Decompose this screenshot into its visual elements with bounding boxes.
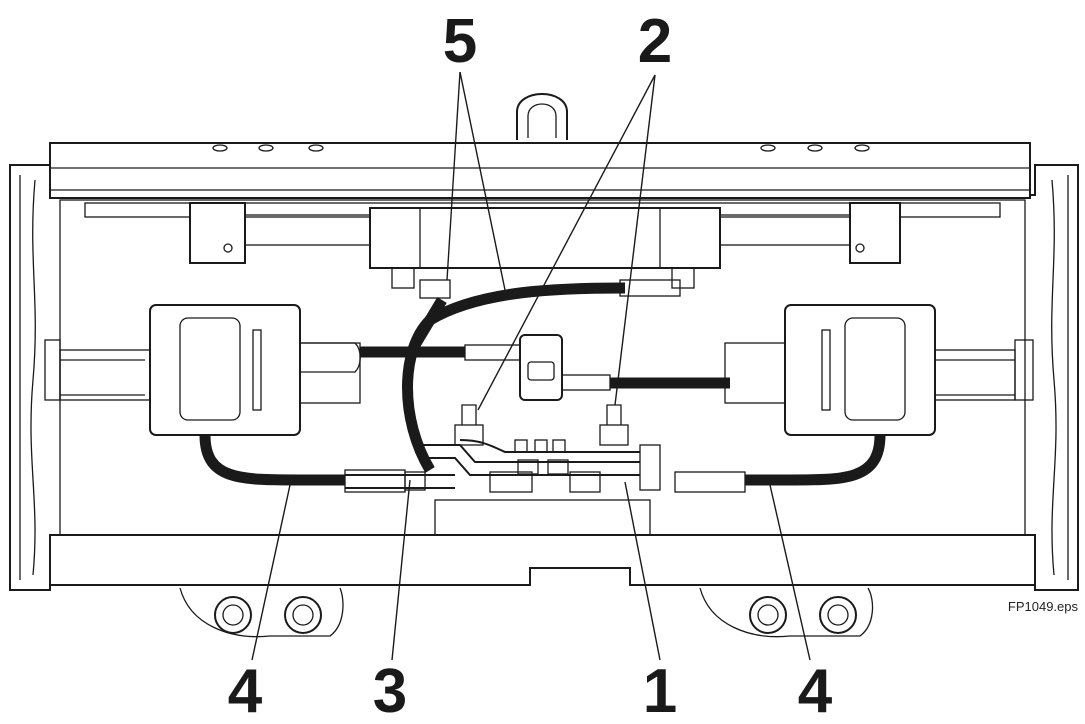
- leader-3: [391, 479, 411, 661]
- hydraulic-hoses: [199, 282, 886, 486]
- bottom-rail: [49, 499, 1036, 586]
- callout-5: 5: [443, 7, 477, 76]
- leader-5-b: [459, 71, 506, 291]
- leader-1: [624, 481, 661, 661]
- leader-lines: [251, 71, 811, 661]
- callout-2: 2: [638, 7, 672, 76]
- upper-cylinder: [84, 202, 1001, 269]
- callout-1: 1: [643, 657, 677, 724]
- callout-4-left: 4: [228, 657, 263, 724]
- fork-mounts: [179, 587, 874, 638]
- leader-2-a: [477, 74, 656, 411]
- valve-block: [464, 334, 611, 401]
- hose-left-lower: [199, 434, 345, 486]
- hose-short-diagonal: [410, 297, 447, 348]
- hose-upper-arc: [402, 282, 626, 473]
- tube-manifold: [344, 267, 746, 493]
- lifting-eye: [516, 93, 568, 140]
- leader-4-right: [769, 484, 811, 661]
- left-clamp-cylinder: [44, 304, 361, 436]
- hose-right-lower: [745, 434, 886, 486]
- file-label: FP1049.eps: [1008, 599, 1079, 614]
- callout-3: 3: [373, 657, 407, 724]
- leader-4-left: [251, 484, 291, 661]
- leader-5-a: [446, 71, 461, 281]
- callout-4-right: 4: [798, 657, 833, 724]
- right-clamp-cylinder: [724, 304, 1034, 436]
- leader-2-b: [614, 74, 656, 406]
- top-bar: [49, 142, 1031, 199]
